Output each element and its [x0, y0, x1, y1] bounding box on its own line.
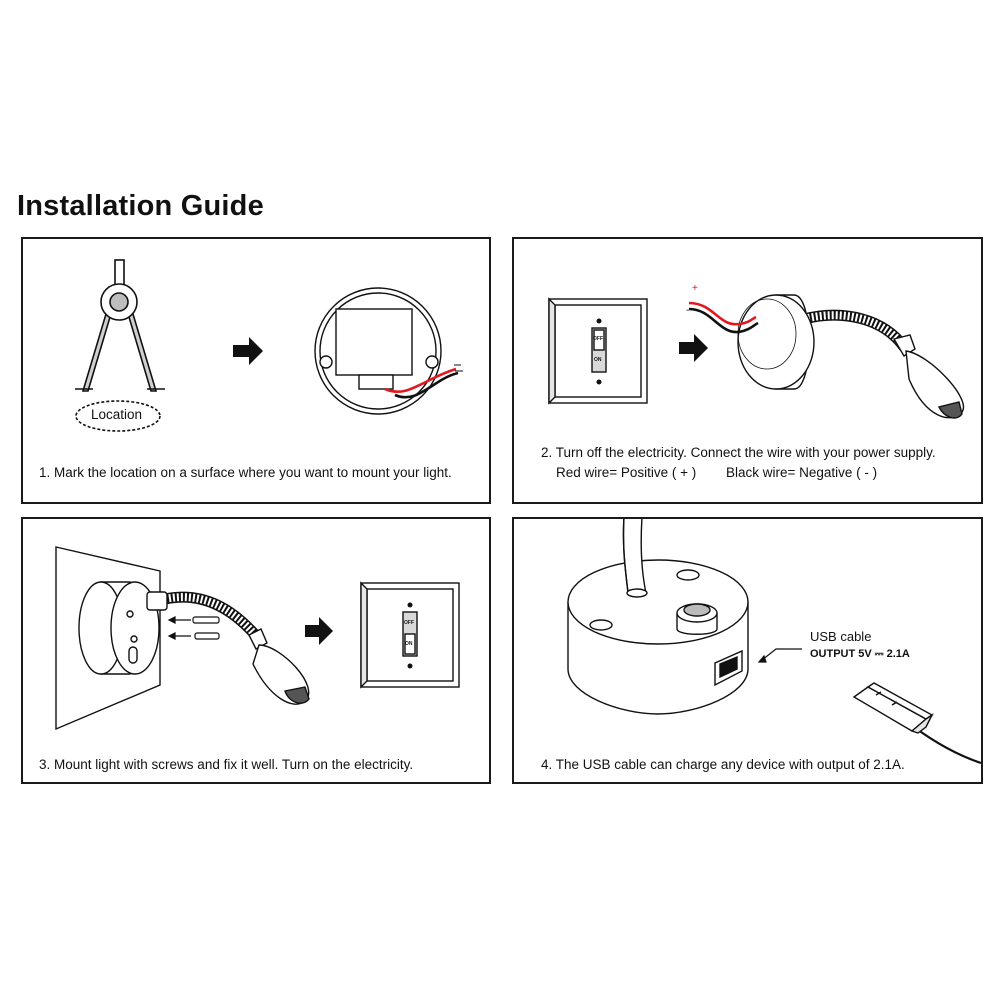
- arrow-right-icon: [233, 337, 263, 365]
- step-3-caption: 3. Mount light with screws and fix it we…: [39, 757, 414, 772]
- switch-on-label: ON: [594, 357, 602, 363]
- usb-port-pointer: [757, 648, 802, 663]
- usb-cable-icon: [852, 682, 981, 765]
- switch-on-label: ON: [405, 641, 413, 647]
- step-2-panel: + - OFF ON 2. Turn off the electricity. …: [512, 237, 983, 504]
- step-4-panel: USB cable OUTPUT 5V ⎓ 2.1A 4. The USB ca…: [512, 517, 983, 784]
- power-wires: [688, 301, 759, 334]
- switch-off-label: OFF: [404, 620, 414, 626]
- black-wire-label: Black wire= Negative ( - ): [726, 465, 878, 480]
- location-marker: [75, 400, 161, 432]
- switch-off-label: OFF: [593, 336, 603, 342]
- step-1-illustration: [75, 259, 463, 432]
- step-3-illustration: [55, 546, 460, 731]
- output-label: OUTPUT 5V ⎓ 2.1A: [810, 648, 910, 660]
- screws-icon: [167, 616, 220, 640]
- step-3-panel: OFF ON 3. Mount light with screws and fi…: [21, 517, 491, 784]
- lamp-back-view: [314, 287, 463, 415]
- lamp-mount-view: [78, 581, 310, 705]
- compass-icon: [75, 259, 165, 392]
- lamp-base-usb-view: [567, 519, 749, 715]
- usb-cable-label: USB cable: [810, 629, 872, 644]
- step-1-panel: Location 1. Mark the location on a surfa…: [21, 237, 491, 504]
- red-wire-label: Red wire= Positive ( + ): [556, 465, 697, 480]
- step-4-illustration: [567, 519, 981, 765]
- step-2-illustration: [548, 294, 965, 419]
- step-1-caption: 1. Mark the location on a surface where …: [39, 465, 452, 480]
- step-2-caption: 2. Turn off the electricity. Connect the…: [541, 445, 936, 460]
- page-title: Installation Guide: [17, 190, 264, 222]
- lamp-side-view: [737, 294, 965, 419]
- location-label: Location: [91, 407, 143, 422]
- minus-sign: -: [686, 305, 690, 316]
- plus-sign: +: [692, 283, 698, 294]
- wall-switch-icon: [360, 581, 460, 689]
- wall-switch-icon: [548, 297, 648, 405]
- step-4-caption: 4. The USB cable can charge any device w…: [541, 757, 905, 772]
- arrow-right-icon: [305, 617, 333, 645]
- arrow-right-icon: [679, 334, 708, 362]
